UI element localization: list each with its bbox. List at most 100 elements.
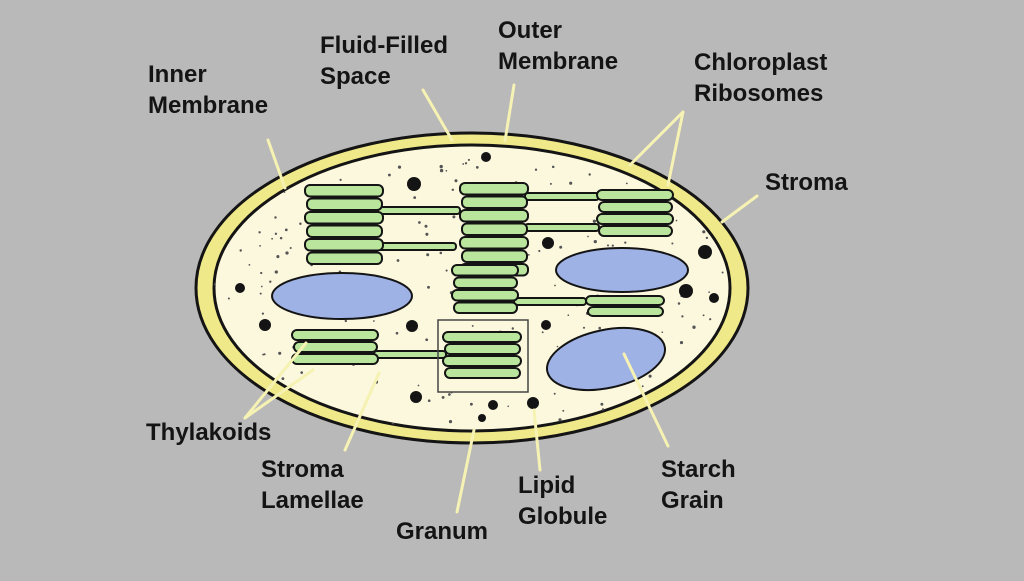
stroma-speck (373, 320, 375, 322)
thylakoid-disc (453, 301, 518, 314)
stroma-speck (601, 408, 605, 411)
leader-line-starch-grain (622, 352, 670, 448)
stroma-speck (712, 399, 715, 402)
stroma-speck (439, 164, 443, 169)
stroma-speck (261, 312, 264, 315)
starch-grain (271, 272, 413, 320)
thylakoid-disc (461, 222, 528, 236)
stroma-lamella (524, 192, 600, 201)
stroma-speck (217, 360, 220, 363)
stroma-speck (507, 405, 510, 408)
stroma-speck (222, 196, 225, 199)
stroma-lamella (373, 350, 447, 359)
ribosome (406, 320, 418, 332)
thylakoid-disc (451, 264, 519, 277)
stroma-speck (721, 271, 724, 274)
stroma-speck (281, 377, 285, 380)
stroma-speck (299, 222, 302, 226)
stroma-speck (448, 420, 453, 424)
stroma-speck (227, 297, 230, 300)
globules (235, 152, 719, 422)
stroma-speck (593, 239, 597, 244)
ribosome (407, 177, 421, 191)
label-chloroplast-ribosomes: Chloroplast Ribosomes (694, 49, 828, 107)
stroma-speck (452, 215, 456, 219)
stroma-speck (702, 230, 706, 234)
stroma-speck (646, 416, 649, 419)
ribosome (488, 400, 498, 410)
thylakoid-disc (451, 289, 519, 302)
granum-stack (596, 189, 674, 237)
stroma-speck (625, 182, 628, 185)
thylakoid-disc (453, 276, 518, 289)
stroma-speck (677, 173, 680, 177)
label-stroma: Stroma (765, 169, 848, 196)
stroma-speck (527, 254, 530, 256)
stroma-speck (712, 408, 716, 412)
stroma-speck (300, 371, 304, 374)
label-stroma-lamellae: Stroma Lamellae (261, 456, 364, 514)
stroma-speck (554, 284, 556, 287)
stroma-speck (611, 244, 614, 247)
ribosome (410, 391, 422, 403)
stroma-speck (344, 319, 347, 323)
leader-line-stroma (720, 194, 759, 224)
thylakoid-disc (306, 224, 383, 238)
stroma-speck (260, 285, 263, 288)
stroma-speck (464, 162, 468, 165)
stroma-speck (285, 251, 289, 255)
stroma-speck (534, 168, 538, 171)
leader-line-ribosomes-b (666, 110, 685, 187)
stroma-speck (587, 235, 589, 238)
stroma-speck (562, 409, 565, 412)
stroma-speck (417, 384, 420, 387)
stroma-speck (538, 249, 541, 253)
leader-line-lipid-globule (532, 408, 542, 472)
stroma-speck (271, 237, 273, 240)
stroma-speck (258, 231, 261, 234)
stroma-speck (592, 219, 597, 223)
ribosome (235, 283, 245, 293)
stroma-speck (259, 245, 261, 247)
thylakoid-disc (306, 251, 383, 265)
thylakoid-disc (461, 195, 528, 209)
stroma-speck (276, 255, 280, 259)
starch-grain (555, 247, 689, 293)
stroma-speck (339, 178, 342, 181)
stroma-speck (248, 264, 251, 266)
stroma-speck (441, 395, 445, 399)
thylakoid-disc (459, 182, 529, 196)
stroma-speck (558, 418, 562, 422)
label-granum: Granum (396, 518, 489, 545)
label-starch-grain: Starch Grain (661, 456, 736, 514)
thylakoid-disc (459, 236, 529, 250)
stroma-speck (709, 318, 712, 321)
leader-line-thylakoids-b (243, 368, 315, 420)
stroma-speck (553, 392, 556, 395)
stroma-speck (661, 331, 664, 334)
stroma-speck (263, 353, 266, 356)
stroma-speck (728, 148, 730, 150)
grana (291, 182, 674, 379)
stroma-speck (702, 314, 705, 317)
stroma-speck (238, 411, 242, 416)
stroma-speck (259, 292, 262, 295)
stroma-speck (475, 166, 479, 169)
stroma-speck (387, 173, 391, 177)
stroma-speck (551, 165, 555, 169)
stroma-lamellae (373, 192, 600, 359)
thylakoid-disc (461, 249, 528, 263)
stroma-speck (670, 414, 673, 418)
leader-line-fluid-filled-space (421, 88, 454, 142)
stroma-speck (439, 168, 444, 173)
stroma-speck (467, 158, 470, 161)
leader-lines (243, 83, 759, 514)
stroma-speck (541, 331, 544, 334)
stroma-speck (471, 324, 474, 327)
stroma-speck (681, 315, 684, 318)
label-thylakoids: Thylakoids (146, 419, 272, 446)
stroma-speck (284, 228, 288, 232)
starch-grain (546, 327, 666, 391)
stroma-speck (439, 251, 443, 255)
